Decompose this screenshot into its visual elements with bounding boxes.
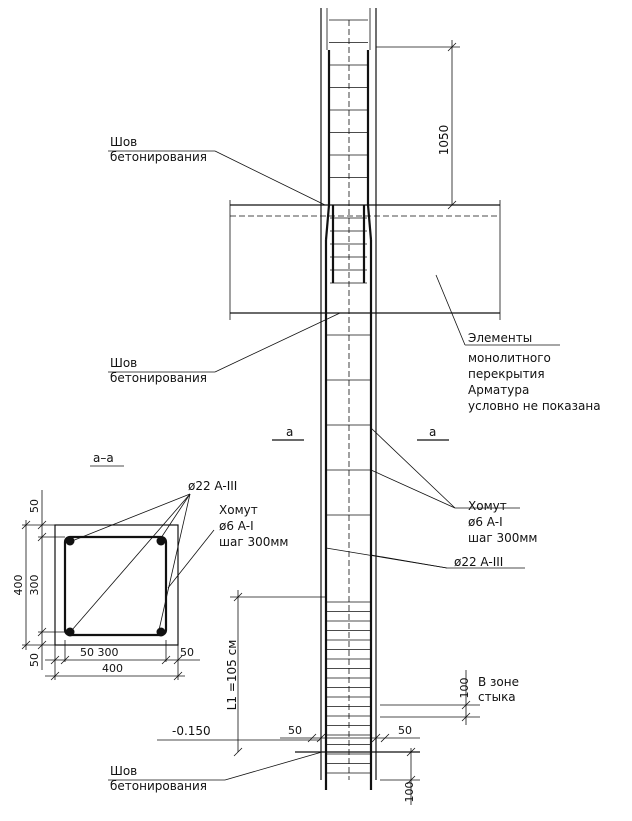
svg-text:Шов: Шов [110,135,137,149]
section-top-cover-text: 50 [28,499,41,513]
joint-zone-label: В зоне стыка 100 [380,670,519,725]
svg-text:ø6 A-I: ø6 A-I [219,519,254,533]
bar-corner-br [156,627,166,637]
tie-label-right: Хомут ø6 A-I шаг 300мм [370,427,537,545]
svg-text:условно не показана: условно не показана [468,399,601,413]
dimension-1050: 1050 [376,40,460,210]
svg-text:бетонирования: бетонирования [110,150,207,164]
svg-text:бетонирования: бетонирования [110,779,207,793]
zone-spacing-text: 100 [458,678,471,699]
bar-corner-tl [65,536,75,546]
section-bar-label: ø22 A-III [188,479,237,493]
joint-label-top: Шов бетонирования [108,135,326,206]
joint-label-mid: Шов бетонирования [108,312,341,385]
section-mark-left: а [286,425,293,439]
bottom-spacing-text: 100 [403,782,416,803]
section-bottom-cover-text: 50 [28,653,41,667]
bar-label-right: ø22 A-III [325,547,525,569]
section-horizontal-dimensions: 50 300 50 400 [45,640,200,681]
lap-length-text: L1 =105 см [225,640,239,711]
svg-text:В зоне: В зоне [478,675,519,689]
joint-label-bottom: Шов бетонирования [108,751,323,793]
svg-text:Шов: Шов [110,356,137,370]
svg-text:стыка: стыка [478,690,516,704]
slab-outline [229,200,501,320]
svg-text:бетонирования: бетонирования [110,371,207,385]
dimension-1050-text: 1050 [437,125,451,156]
section-right-cover-text: 50 [180,646,194,659]
column-ties [326,19,371,774]
svg-text:шаг 300мм: шаг 300мм [219,535,288,549]
cranked-bars [324,204,373,790]
section-total-v-text: 400 [12,575,25,596]
level-mark: -0.150 [157,724,320,741]
cover-right-text: 50 [398,724,412,737]
section-tie-label: Хомут ø6 A-I шаг 300мм [219,503,288,549]
svg-text:Шов: Шов [110,764,137,778]
section-total-h-text: 400 [102,662,123,675]
svg-text:Хомут: Хомут [219,503,258,517]
bottom-cover-dimensions: 50 50 [280,724,420,743]
svg-text:шаг 300мм: шаг 300мм [468,531,537,545]
cover-left-text: 50 [288,724,302,737]
svg-text:Элементы: Элементы [468,331,532,345]
svg-text:ø6 A-I: ø6 A-I [468,515,503,529]
section-inner-v-text: 300 [28,575,41,596]
section-bottom-text: 50 300 [80,646,119,659]
svg-text:перекрытия: перекрытия [468,367,545,381]
slab-elements-label: Элементы монолитного перекрытия Арматура… [435,274,601,413]
bar-corner-tr [156,536,166,546]
lap-length-dimension: L1 =105 см [225,590,326,757]
svg-text:Хомут: Хомут [468,499,507,513]
base-lines: 100 [295,747,420,805]
svg-text:монолитного: монолитного [468,351,551,365]
upper-column-bars [326,8,371,205]
section-title: а–а [90,451,124,467]
svg-text:Арматура: Арматура [468,383,529,397]
section-mark-right: а [429,425,436,439]
section-marks: а а [272,425,449,441]
column-outline [320,8,377,780]
section-a-a [54,493,215,646]
section-vertical-dimensions: 50 300 400 50 [12,490,65,670]
svg-text:ø22 A-III: ø22 A-III [454,555,503,569]
level-text: -0.150 [172,724,211,738]
svg-text:а–а: а–а [93,451,114,465]
